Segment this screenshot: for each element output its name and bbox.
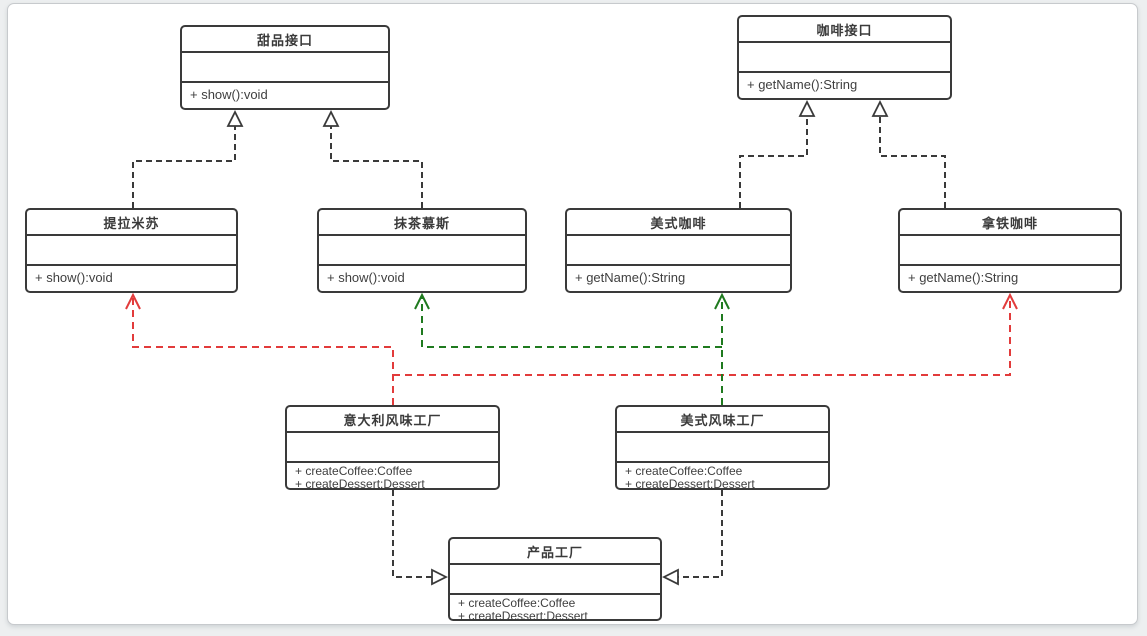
class-tiramisu: 提拉米苏 + show():void: [25, 208, 238, 293]
class-title: 美式咖啡: [567, 210, 790, 236]
class-method: + getName():String: [908, 270, 1019, 285]
class-method: + show():void: [35, 270, 113, 285]
class-product-factory: 产品工厂 + createCoffee:Coffee + createDesse…: [448, 537, 662, 623]
class-method: + getName():String: [575, 270, 686, 285]
class-attributes: [900, 236, 1120, 266]
class-attributes: [27, 236, 236, 266]
class-attributes: [319, 236, 525, 266]
class-dessert-interface: 甜品接口 + show():void: [180, 25, 390, 110]
class-method: + createCoffee:Coffee: [625, 464, 743, 478]
class-attributes: [287, 433, 498, 463]
class-matcha-mousse: 抹茶慕斯 + show():void: [317, 208, 527, 293]
class-coffee-interface: 咖啡接口 + getName():String: [737, 15, 952, 100]
class-title: 提拉米苏: [27, 210, 236, 236]
class-title: 拿铁咖啡: [900, 210, 1120, 236]
class-attributes: [450, 565, 660, 595]
class-american-factory: 美式风味工厂 + createCoffee:Coffee + createDes…: [615, 405, 830, 491]
class-title: 抹茶慕斯: [319, 210, 525, 236]
class-attributes: [739, 43, 950, 73]
class-title: 咖啡接口: [739, 17, 950, 43]
class-method: + show():void: [327, 270, 405, 285]
class-title: 产品工厂: [450, 539, 660, 565]
class-title: 意大利风味工厂: [287, 407, 498, 433]
class-title: 美式风味工厂: [617, 407, 828, 433]
class-method: + createCoffee:Coffee: [458, 596, 576, 610]
class-method: + getName():String: [747, 77, 858, 92]
class-attributes: [617, 433, 828, 463]
class-method: + createDessert:Dessert: [458, 609, 588, 623]
class-american-coffee: 美式咖啡 + getName():String: [565, 208, 792, 293]
class-latte-coffee: 拿铁咖啡 + getName():String: [898, 208, 1122, 293]
class-italian-factory: 意大利风味工厂 + createCoffee:Coffee + createDe…: [285, 405, 500, 491]
class-method: + show():void: [190, 87, 268, 102]
class-attributes: [182, 53, 388, 83]
diagram-canvas: [7, 3, 1138, 625]
class-method: + createCoffee:Coffee: [295, 464, 413, 478]
class-method: + createDessert:Dessert: [625, 477, 755, 491]
class-attributes: [567, 236, 790, 266]
class-method: + createDessert:Dessert: [295, 477, 425, 491]
class-title: 甜品接口: [182, 27, 388, 53]
